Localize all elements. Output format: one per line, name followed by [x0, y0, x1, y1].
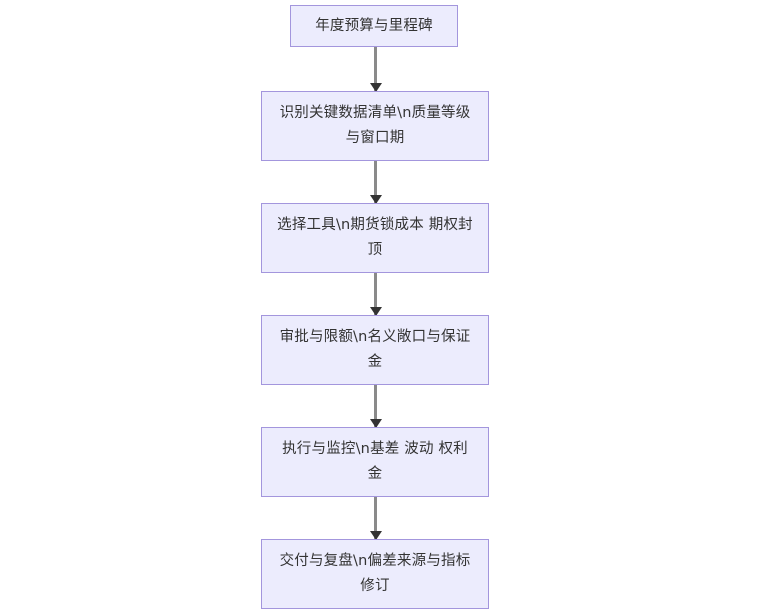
- flowchart-node-2-label: 识别关键数据清单\n质量等级与窗口期: [279, 105, 471, 146]
- connector-line: [374, 47, 377, 91]
- arrow-down-icon: [369, 531, 382, 540]
- flowchart-node-4-label: 审批与限额\n名义敞口与保证金: [279, 329, 471, 370]
- flowchart-node-5-label: 执行与监控\n基差 波动 权利金: [282, 441, 468, 482]
- connector-line: [374, 161, 377, 203]
- flowchart-connector-3: [369, 273, 382, 316]
- arrow-down-icon: [369, 83, 382, 92]
- flowchart-node-6[interactable]: 交付与复盘\n偏差来源与指标修订: [261, 539, 489, 609]
- arrow-down-icon: [369, 419, 382, 428]
- flowchart-node-6-label: 交付与复盘\n偏差来源与指标修订: [279, 553, 471, 594]
- flowchart-node-3[interactable]: 选择工具\n期货锁成本 期权封顶: [261, 203, 489, 273]
- flowchart-node-3-label: 选择工具\n期货锁成本 期权封顶: [277, 217, 473, 258]
- flowchart-connector-2: [369, 161, 382, 204]
- connector-line: [374, 497, 377, 539]
- arrow-down-icon: [369, 307, 382, 316]
- flowchart-connector-4: [369, 385, 382, 428]
- flowchart-node-2[interactable]: 识别关键数据清单\n质量等级与窗口期: [261, 91, 489, 161]
- flowchart-node-4[interactable]: 审批与限额\n名义敞口与保证金: [261, 315, 489, 385]
- flowchart-node-1[interactable]: 年度预算与里程碑: [290, 5, 458, 47]
- connector-line: [374, 273, 377, 315]
- flowchart-node-1-label: 年度预算与里程碑: [315, 17, 433, 34]
- flowchart-connector-5: [369, 497, 382, 540]
- flowchart-node-5[interactable]: 执行与监控\n基差 波动 权利金: [261, 427, 489, 497]
- flowchart-connector-1: [369, 47, 382, 92]
- arrow-down-icon: [369, 195, 382, 204]
- connector-line: [374, 385, 377, 427]
